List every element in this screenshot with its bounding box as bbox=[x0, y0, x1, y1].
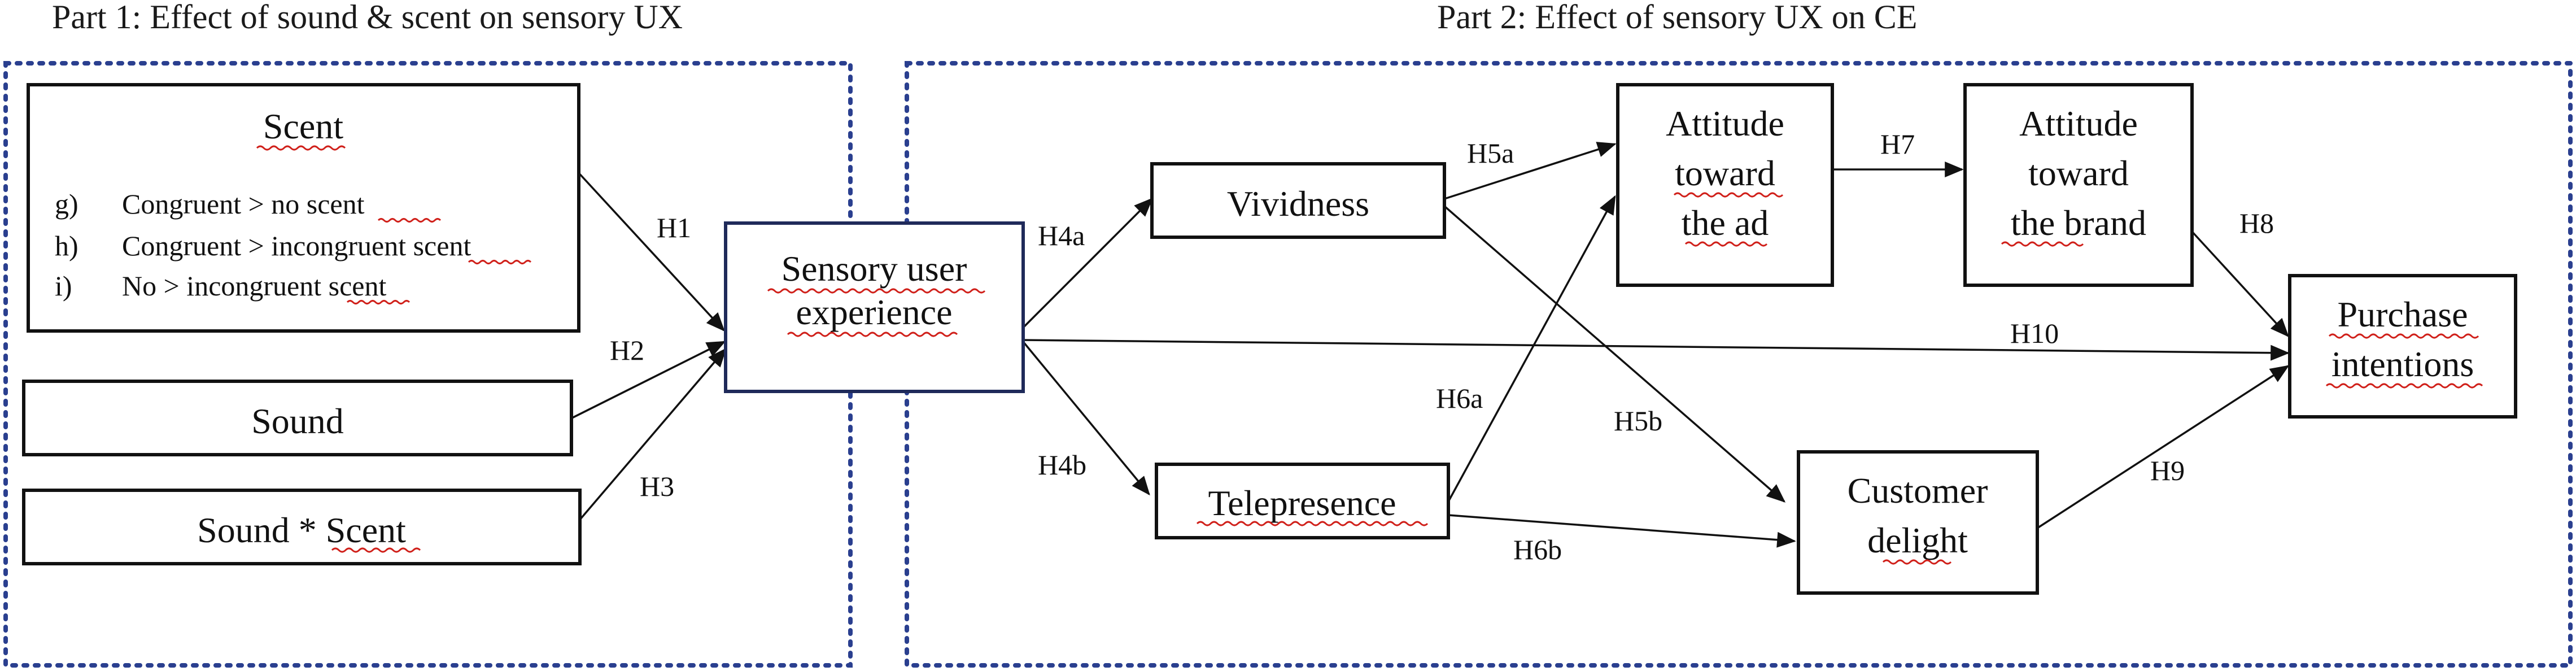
attitude-brand-line-2: toward bbox=[2028, 153, 2129, 193]
edge-h8 bbox=[2191, 230, 2289, 338]
label-h3: H3 bbox=[640, 470, 674, 502]
attitude-brand-line-1: Attitude bbox=[2019, 103, 2138, 143]
scent-item-marker: g) bbox=[55, 188, 78, 220]
part2-frame bbox=[905, 61, 2573, 668]
edge-h5b bbox=[1443, 205, 1786, 503]
spellcheck-underline bbox=[1673, 192, 1784, 198]
part1-title: Part 1: Effect of sound & scent on senso… bbox=[52, 0, 683, 36]
label-h5b: H5b bbox=[1614, 405, 1662, 437]
vividness-box: Vividness bbox=[1150, 162, 1446, 239]
spellcheck-underline bbox=[2001, 241, 2084, 247]
spellcheck-underline bbox=[2325, 383, 2483, 389]
spellcheck-underline bbox=[1196, 521, 1429, 526]
label-h6a: H6a bbox=[1436, 382, 1483, 414]
spellcheck-underline bbox=[256, 145, 346, 151]
attitude-ad-line-3: the ad bbox=[1682, 203, 1769, 243]
edge-h10 bbox=[1023, 339, 2290, 361]
sensory-ux-box: Sensory user experience bbox=[724, 221, 1025, 393]
spellcheck-underline bbox=[2328, 333, 2479, 339]
attitude-ad-line-1: Attitude bbox=[1666, 103, 1784, 143]
part2-title: Part 2: Effect of sensory UX on CE bbox=[1437, 0, 1917, 36]
spellcheck-underline bbox=[767, 288, 986, 294]
sound-scent-box: Sound * Scent bbox=[22, 489, 582, 565]
edge-h4a bbox=[1022, 198, 1153, 329]
edge-h6b bbox=[1448, 514, 1796, 548]
spellcheck-underline bbox=[346, 300, 411, 304]
attitude-ad-box: Attitude toward the ad bbox=[1616, 83, 1834, 287]
label-h8: H8 bbox=[2239, 207, 2274, 239]
spellcheck-underline bbox=[331, 547, 421, 553]
telepresence-label: Telepresence bbox=[1208, 483, 1396, 523]
sensory-ux-line-1: Sensory user bbox=[781, 249, 967, 289]
scent-item-text: No > incongruent scent bbox=[122, 270, 386, 302]
edge-h2 bbox=[571, 341, 726, 419]
purchase-intentions-line-2: intentions bbox=[2332, 344, 2474, 384]
label-h2: H2 bbox=[610, 334, 644, 366]
customer-delight-line-1: Customer bbox=[1848, 470, 1988, 511]
edge-h4b bbox=[1022, 341, 1150, 496]
edge-h9 bbox=[2037, 365, 2290, 529]
spellcheck-underline bbox=[1882, 559, 1952, 565]
sensory-ux-line-2: experience bbox=[796, 292, 952, 332]
spellcheck-underline bbox=[1684, 241, 1768, 247]
attitude-brand-box: Attitude toward the brand bbox=[1963, 83, 2194, 287]
sound-label: Sound bbox=[251, 401, 344, 441]
edge-h3 bbox=[579, 347, 727, 521]
edge-h1 bbox=[576, 170, 725, 332]
customer-delight-box: Customer delight bbox=[1797, 450, 2039, 595]
spellcheck-underline bbox=[377, 218, 442, 223]
purchase-intentions-line-1: Purchase bbox=[2337, 294, 2468, 334]
attitude-brand-line-3: the brand bbox=[2011, 203, 2146, 243]
scent-item-text: Congruent > incongruent scent bbox=[122, 230, 471, 262]
spellcheck-underline bbox=[468, 260, 532, 264]
vividness-label: Vividness bbox=[1227, 184, 1369, 224]
edge-h6a bbox=[1447, 195, 1616, 502]
sound-scent-label: Sound * Scent bbox=[197, 510, 406, 550]
attitude-ad-line-2: toward bbox=[1675, 153, 1775, 193]
scent-box: Scent g) Congruent > no scent h) Congrue… bbox=[27, 83, 580, 333]
scent-item-text: Congruent > no scent bbox=[122, 188, 365, 220]
scent-title: Scent bbox=[263, 106, 343, 146]
label-h5a: H5a bbox=[1467, 137, 1514, 169]
purchase-intentions-box: Purchase intentions bbox=[2288, 274, 2517, 419]
label-h1: H1 bbox=[657, 212, 691, 243]
telepresence-box: Telepresence bbox=[1155, 463, 1450, 539]
label-h4b: H4b bbox=[1038, 449, 1086, 481]
customer-delight-line-2: delight bbox=[1867, 520, 1968, 560]
label-h7: H7 bbox=[1880, 128, 1915, 160]
label-h6b: H6b bbox=[1513, 534, 1562, 565]
label-h4a: H4a bbox=[1038, 220, 1085, 251]
edge-h5a bbox=[1444, 142, 1617, 200]
sound-box: Sound bbox=[22, 380, 573, 456]
scent-item-marker: h) bbox=[55, 230, 78, 262]
scent-item-marker: i) bbox=[55, 270, 72, 302]
label-h10: H10 bbox=[2010, 317, 2059, 349]
spellcheck-underline bbox=[787, 332, 958, 337]
label-h9: H9 bbox=[2150, 455, 2185, 486]
